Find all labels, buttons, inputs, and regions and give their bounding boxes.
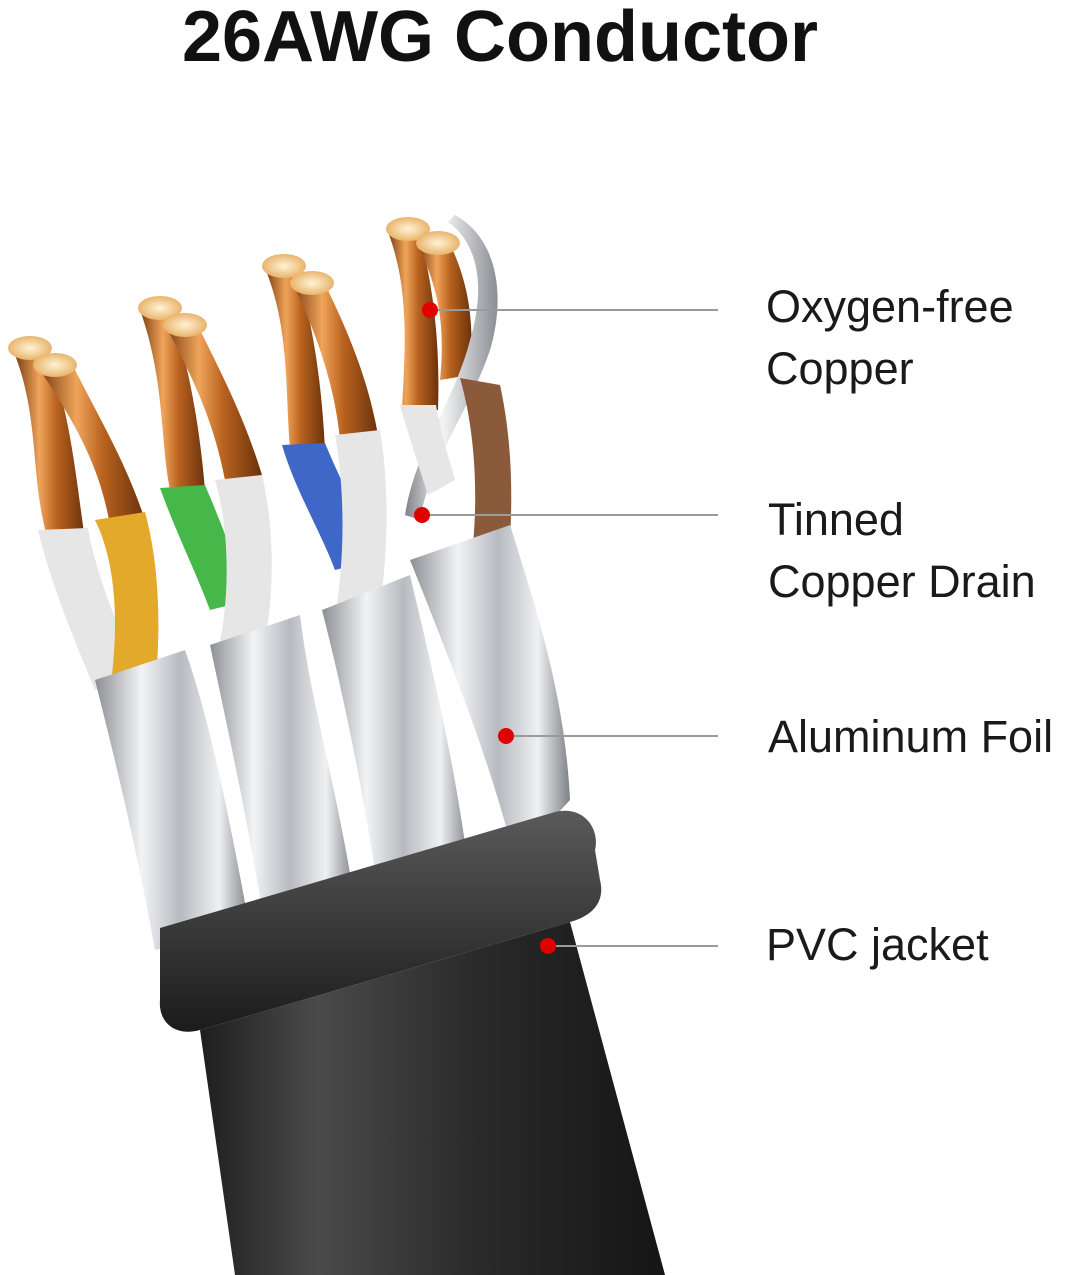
insulated-conductors (38, 378, 512, 690)
marker-pvc (540, 938, 556, 954)
pair-1-copper (8, 336, 145, 540)
diagram-title: 26AWG Conductor (181, 0, 818, 77)
callout-drain-line1: Tinned (768, 494, 904, 545)
callout-drain-line2: Copper Drain (768, 556, 1036, 607)
callout-label-drain: Tinned Copper Drain (768, 489, 1036, 613)
aluminum-foil-shields (95, 525, 570, 950)
marker-copper (422, 302, 438, 318)
marker-drain (414, 507, 430, 523)
callout-copper-line2: Copper (766, 343, 914, 394)
callout-markers (414, 302, 556, 954)
callout-label-copper: Oxygen-free Copper (766, 276, 1014, 400)
callout-copper-line1: Oxygen-free (766, 281, 1014, 332)
pvc-jacket (159, 810, 665, 1275)
callout-foil-line1: Aluminum Foil (768, 711, 1054, 762)
pair-3-copper (262, 254, 378, 450)
callout-pvc-line1: PVC jacket (766, 919, 989, 970)
pair-4-copper (386, 217, 472, 410)
pair-2-copper (138, 296, 262, 490)
callout-label-pvc: PVC jacket (766, 914, 989, 976)
marker-foil (498, 728, 514, 744)
callout-label-foil: Aluminum Foil (768, 706, 1053, 768)
leader-lines (422, 309, 718, 947)
